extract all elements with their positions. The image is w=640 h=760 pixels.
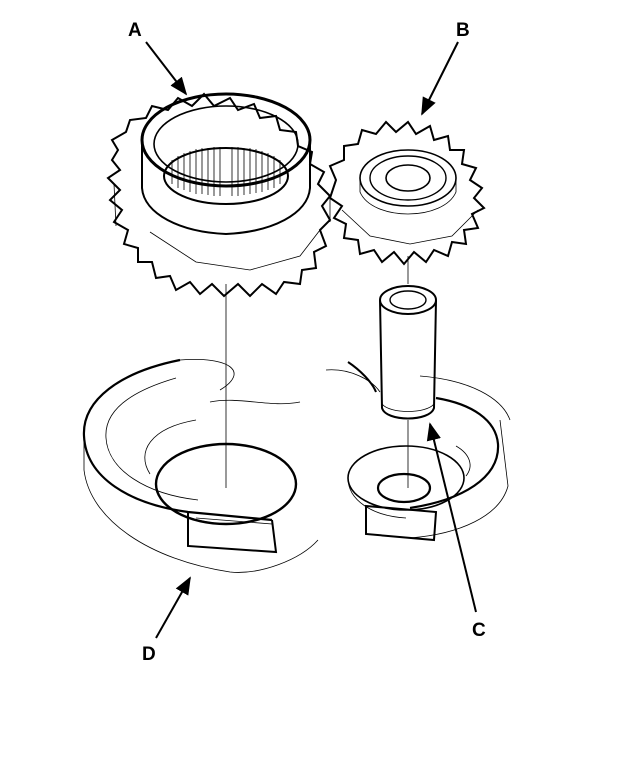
small-idler-gear-icon [328,120,486,266]
leader-arrow-c [426,422,477,613]
housing-icon [82,358,511,573]
center-lines [225,256,409,488]
leader-arrows [145,41,477,639]
leader-arrow-d [155,576,191,639]
callout-a: A [128,20,142,41]
callout-b: B [456,20,470,41]
large-gear-with-needle-bearing-icon [106,92,332,298]
callout-d: D [142,644,156,665]
leader-arrow-b [421,41,459,116]
leader-arrow-a [145,41,188,96]
callout-c: C [472,620,486,641]
gear-shaft-icon [379,285,437,420]
